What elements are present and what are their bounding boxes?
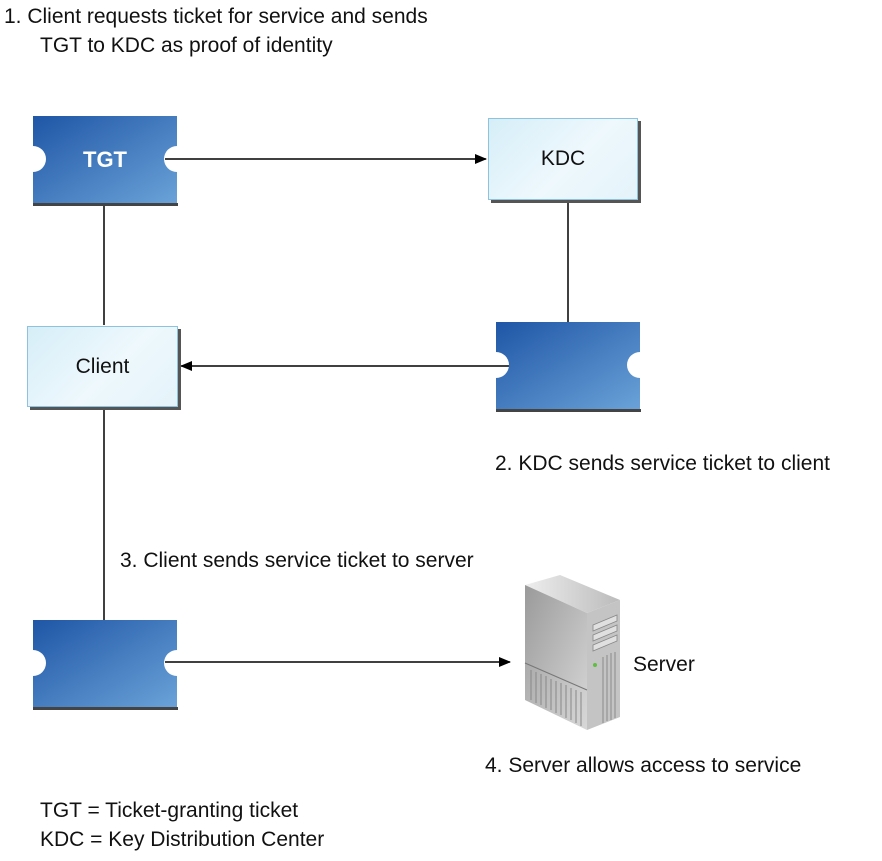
server-tower-icon [524,575,620,730]
tgt-label: TGT [83,147,127,172]
step-1-text-line-2: TGT to KDC as proof of identity [40,34,333,57]
step-1-text-line-1: 1. Client requests ticket for service an… [4,5,428,28]
client-box: Client [27,326,178,407]
kdc-box: KDC [488,118,638,200]
step-3-text: 3. Client sends service ticket to server [120,549,474,572]
client-label: Client [75,354,130,378]
server-node [505,575,625,730]
step-4-text: 4. Server allows access to service [485,754,802,777]
step-2-text: 2. KDC sends service ticket to client [495,452,830,475]
legend-tgt: TGT = Ticket-granting ticket [40,799,299,822]
server-label: Server [633,653,695,676]
kdc-label: KDC [540,147,586,170]
service-ticket-from-kdc [493,322,643,412]
ticket-icon [33,620,178,710]
service-ticket-to-server [30,620,180,710]
ticket-icon [33,116,178,206]
ticket-icon [496,322,641,412]
legend-kdc: KDC = Key Distribution Center [40,828,325,851]
tgt-ticket: TGT [30,116,180,206]
